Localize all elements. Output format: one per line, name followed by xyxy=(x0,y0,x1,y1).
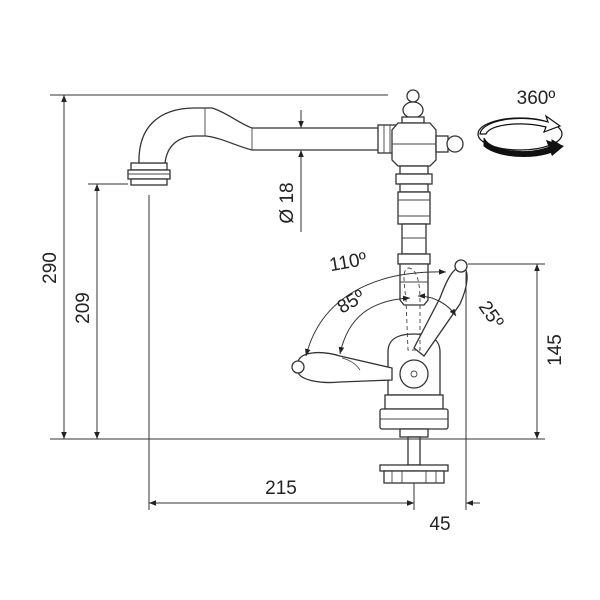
label-spout-height: 209 xyxy=(73,292,94,324)
label-back-swing: 85º xyxy=(334,286,369,318)
label-base-offset: 45 xyxy=(429,514,450,535)
lever-back xyxy=(297,351,393,384)
label-pipe-diameter: Ø 18 xyxy=(277,182,298,223)
label-forward-swing: 25º xyxy=(474,297,507,332)
label-rotation: 360º xyxy=(517,88,556,109)
spout-curve xyxy=(138,107,381,164)
faucet-body xyxy=(127,89,464,484)
lever-positions xyxy=(291,259,468,384)
rotation-arrow-icon xyxy=(477,114,564,157)
label-reach: 215 xyxy=(265,478,297,499)
label-handle-height: 145 xyxy=(545,334,566,366)
spout-aerator xyxy=(127,162,171,186)
top-finial xyxy=(401,89,425,124)
label-total-height: 290 xyxy=(40,252,61,284)
dimension-lines xyxy=(50,94,545,510)
label-full-swing: 110º xyxy=(328,249,368,276)
